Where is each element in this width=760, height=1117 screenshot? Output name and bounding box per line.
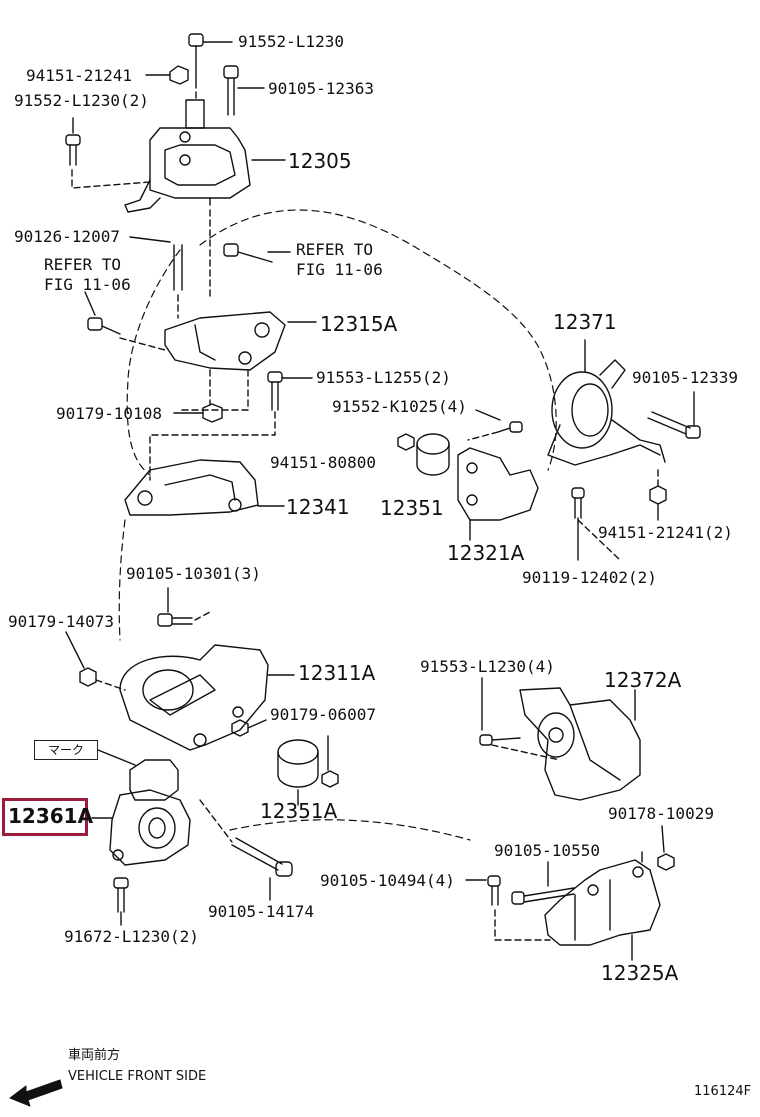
- bolt-90105-10301: [157, 587, 193, 627]
- diagram-code: 116124F: [694, 1084, 752, 1099]
- label-91553-L1230-4[interactable]: 91553-L1230(4): [420, 657, 555, 676]
- label-94151-80800[interactable]: 94151-80800: [270, 453, 376, 472]
- label-91552-L1230-2[interactable]: 91552-L1230(2): [14, 91, 149, 110]
- label-90119-12402-2[interactable]: 90119-12402(2): [522, 568, 657, 587]
- label-90179-14073[interactable]: 90179-14073: [8, 612, 114, 631]
- label-12341[interactable]: 12341: [286, 495, 350, 519]
- highlight-box: [2, 798, 88, 836]
- label-90105-10550[interactable]: 90105-10550: [494, 841, 600, 860]
- bolt-90105-10550: [511, 861, 575, 905]
- label-12315A[interactable]: 12315A: [320, 312, 398, 336]
- part-12341: [124, 459, 285, 516]
- part-12311A: [119, 644, 295, 751]
- part-12372A: [519, 687, 641, 801]
- front-side-jp: 車両前方: [68, 1048, 121, 1063]
- refer-b-line2: FIG 11-06: [44, 275, 131, 294]
- label-94151-21241[interactable]: 94151-21241: [26, 66, 132, 85]
- label-90179-06007[interactable]: 90179-06007: [270, 705, 376, 724]
- refer-a-line1: REFER TO: [296, 240, 374, 259]
- nut-90179-10108: [173, 403, 223, 423]
- label-90105-10494-4[interactable]: 90105-10494(4): [320, 871, 455, 890]
- nut-94151-21241-2: [649, 485, 667, 521]
- label-90126-12007[interactable]: 90126-12007: [14, 227, 120, 246]
- front-side-en: VEHICLE FRONT SIDE: [68, 1069, 207, 1084]
- part-12325A: [544, 859, 661, 961]
- bolt-90105-14174: [231, 837, 293, 901]
- label-12321A[interactable]: 12321A: [447, 541, 525, 565]
- label-90105-12339[interactable]: 90105-12339: [632, 368, 738, 387]
- mark-label: マーク: [34, 740, 98, 760]
- stud-90126-12007: [129, 236, 183, 291]
- part-12305: [124, 99, 251, 213]
- part-12371: [547, 339, 666, 466]
- bolt-91553-L1230: [479, 677, 521, 746]
- label-12351A[interactable]: 12351A: [260, 799, 338, 823]
- refer-a-line2: FIG 11-06: [296, 260, 383, 279]
- label-12371[interactable]: 12371: [553, 310, 617, 334]
- label-12351[interactable]: 12351: [380, 496, 444, 520]
- label-12325A[interactable]: 12325A: [601, 961, 679, 985]
- bolt-refer-a: [223, 243, 291, 263]
- engine-outline: [118, 209, 557, 841]
- label-90178-10029[interactable]: 90178-10029: [608, 804, 714, 823]
- label-90105-10301-3[interactable]: 90105-10301(3): [126, 564, 261, 583]
- front-arrow-icon: [9, 1079, 63, 1107]
- label-90105-12363[interactable]: 90105-12363: [268, 79, 374, 98]
- bushing-12351A: [277, 739, 319, 788]
- nut-90179-06007: [231, 719, 267, 737]
- bolt-91672-L1230: [113, 877, 129, 926]
- bolt-90105-12339: [647, 391, 701, 439]
- label-91553-L1255-2[interactable]: 91553-L1255(2): [316, 368, 451, 387]
- part-12361A: [91, 759, 191, 866]
- label-91672-L1230-2[interactable]: 91672-L1230(2): [64, 927, 199, 946]
- part-12321A: [457, 447, 539, 541]
- label-12372A[interactable]: 12372A: [604, 668, 682, 692]
- bolt-refer-b: [84, 291, 121, 335]
- refer-b-line1: REFER TO: [44, 255, 122, 274]
- label-90179-10108[interactable]: 90179-10108: [56, 404, 162, 423]
- nut-94151-21241: [145, 65, 189, 85]
- nut-small-12351A: [321, 735, 339, 788]
- label-12305[interactable]: 12305: [288, 149, 352, 173]
- bolt-90105-10494: [465, 875, 501, 906]
- label-12361A[interactable]: 12361A: [8, 804, 94, 828]
- bushing-12351: [416, 433, 450, 476]
- label-90105-14174[interactable]: 90105-14174: [208, 902, 314, 921]
- bolt-90119-12402: [571, 487, 585, 561]
- label-94151-21241-2[interactable]: 94151-21241(2): [598, 523, 733, 542]
- part-12315A: [164, 311, 317, 371]
- bolt-91552-L1230: [188, 33, 233, 83]
- label-91552-L1230[interactable]: 91552-L1230: [238, 32, 344, 51]
- nut-90178-10029: [657, 825, 675, 871]
- bolt-91553-L1255: [267, 371, 313, 411]
- label-91552-K1025-4[interactable]: 91552-K1025(4): [332, 397, 467, 416]
- bolt-91552-K1025: [475, 409, 523, 433]
- label-12311A[interactable]: 12311A: [298, 661, 376, 685]
- nut-94151-80800: [397, 433, 415, 451]
- bolt-90105-12363: [223, 65, 265, 116]
- bolt-91552-L1230-2: [65, 117, 81, 166]
- nut-90179-14073: [65, 631, 97, 687]
